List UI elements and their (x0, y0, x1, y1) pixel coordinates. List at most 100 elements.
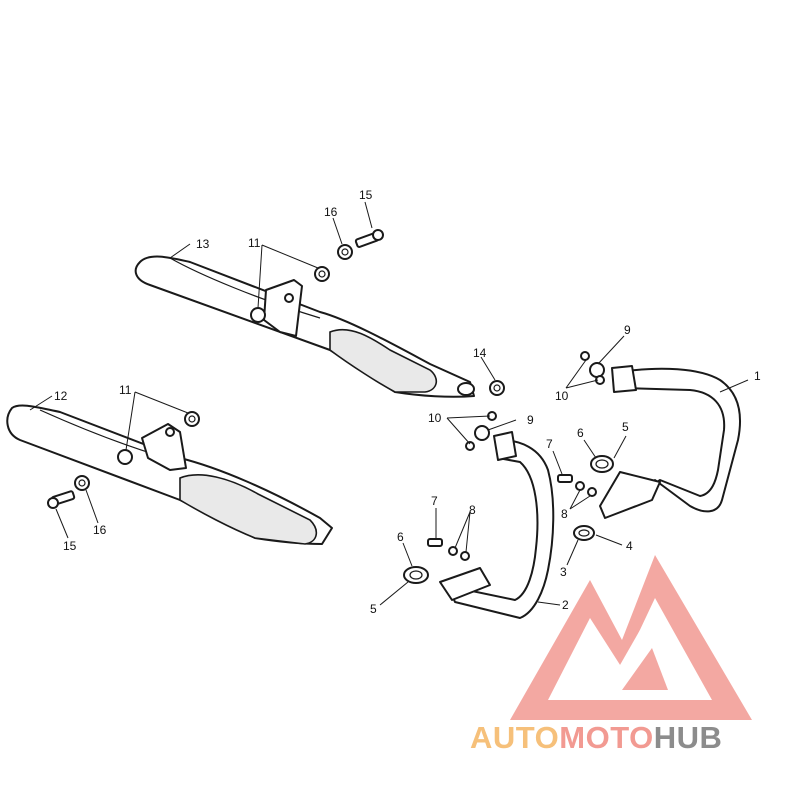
clamp-right-5 (590, 455, 614, 473)
leader-10b (446, 415, 491, 445)
callout-10a: 10 (555, 389, 569, 403)
bolt-lower-head (47, 497, 59, 509)
leader-16b (85, 489, 99, 524)
bolt-left-7 (427, 538, 443, 547)
clamp-left-inner (409, 570, 423, 580)
leader-15b (55, 508, 69, 539)
watermark-word-hub: HUB (654, 720, 723, 755)
watermark-text: AUTOMOTOHUB (470, 720, 722, 755)
leader-2 (537, 601, 561, 606)
washer-upper-hole (341, 248, 349, 256)
washer-lower-hole (78, 479, 86, 487)
leader-1 (719, 379, 749, 393)
callout-16a: 16 (324, 205, 338, 219)
silencer-lower-nut-hole (188, 415, 196, 423)
washer-upper-16 (337, 244, 353, 260)
leader-8a (569, 489, 591, 510)
clamp-3-inner (578, 529, 590, 537)
callout-12: 12 (54, 389, 68, 403)
callout-16b: 16 (93, 523, 107, 537)
callout-6a: 6 (577, 426, 584, 440)
nut-upper-a (580, 351, 590, 361)
silencer-lower-bracket-hole (165, 427, 175, 437)
callout-5b: 5 (370, 602, 377, 616)
silencer-upper-nut-hole (318, 270, 326, 278)
header-pipe-2-tube (447, 439, 555, 619)
nut-right-8-a (575, 481, 585, 491)
bolt-right-7 (557, 474, 573, 483)
leader-9b (487, 419, 517, 431)
silencer-upper-cone (329, 328, 438, 393)
header-pipe-1-flange (611, 365, 637, 393)
callout-7b: 7 (431, 494, 438, 508)
silencer-upper-tailpipe (457, 382, 475, 396)
callout-15a: 15 (359, 188, 373, 202)
clamp-3-band (573, 525, 595, 541)
washer-upper-ring (337, 244, 353, 260)
callout-6b: 6 (397, 530, 404, 544)
nut-right-8-b (587, 487, 597, 497)
clamp-left-band (403, 566, 429, 584)
washer-14-hole (493, 384, 501, 392)
silencer-upper-washer (250, 307, 266, 323)
gasket-lower-9 (474, 425, 490, 441)
nuts-right-8 (575, 481, 597, 497)
clamp-left-5 (403, 566, 429, 584)
header-pipe-2 (439, 431, 555, 619)
gasket-upper-ring (589, 362, 605, 378)
callout-3: 3 (560, 565, 567, 579)
bolt-right-7-body (557, 474, 573, 483)
watermark-logo-mark (510, 555, 752, 720)
header-pipe-2-flange (493, 431, 517, 461)
leader-13 (169, 243, 191, 259)
leader-14 (480, 356, 496, 381)
bolt-upper-head (372, 229, 384, 241)
silencer-upper-13 (134, 255, 475, 398)
bolt-lower-15 (47, 490, 76, 509)
leader-3 (566, 539, 579, 566)
callout-9a: 9 (624, 323, 631, 337)
watermark-logo (510, 555, 752, 720)
leader-4 (595, 534, 623, 546)
nut-left-8-a (448, 546, 458, 556)
watermark-logo-core (622, 648, 668, 690)
washer-lower-ring (74, 475, 90, 491)
gasket-lower-ring (474, 425, 490, 441)
gasket-upper-9 (589, 362, 605, 378)
silencer-lower-nut (184, 411, 200, 427)
silencer-lower-cone (179, 474, 318, 545)
washer-lower-16 (74, 475, 90, 491)
callout-14: 14 (473, 346, 487, 360)
washer-14-ring (489, 380, 505, 396)
leader-7a (552, 450, 563, 475)
leader-15a (364, 201, 373, 229)
callout-labels: 1 2 3 4 5 5 6 6 7 7 8 8 9 9 10 10 11 11 … (54, 188, 761, 616)
header-pipe-2-outlet (439, 567, 491, 601)
header-pipe-1-outlet (599, 471, 661, 519)
washer-14 (489, 380, 505, 396)
nut-left-8-b (460, 551, 470, 561)
watermark-word-auto: AUTO (470, 720, 559, 755)
bolt-upper-15 (354, 229, 384, 248)
callout-15b: 15 (63, 539, 77, 553)
silencer-upper-nut (314, 266, 330, 282)
leader-9a (597, 335, 625, 365)
callout-10b: 10 (428, 411, 442, 425)
callout-2: 2 (562, 598, 569, 612)
callout-5a: 5 (622, 420, 629, 434)
callout-7a: 7 (546, 437, 553, 451)
leader-5a (613, 435, 627, 459)
silencer-upper-bracket-hole (284, 293, 294, 303)
silencer-lower-12 (6, 404, 333, 545)
callout-8b: 8 (469, 503, 476, 517)
leader-6b (402, 542, 413, 567)
callout-11a: 11 (248, 236, 261, 250)
callout-13: 13 (196, 237, 210, 251)
clamp-right-band (590, 455, 614, 473)
silencer-lower-bracket (141, 423, 187, 471)
leader-lines (29, 201, 749, 606)
watermark-word-moto: MOTO (559, 720, 653, 755)
nuts-upper-10 (580, 351, 605, 385)
